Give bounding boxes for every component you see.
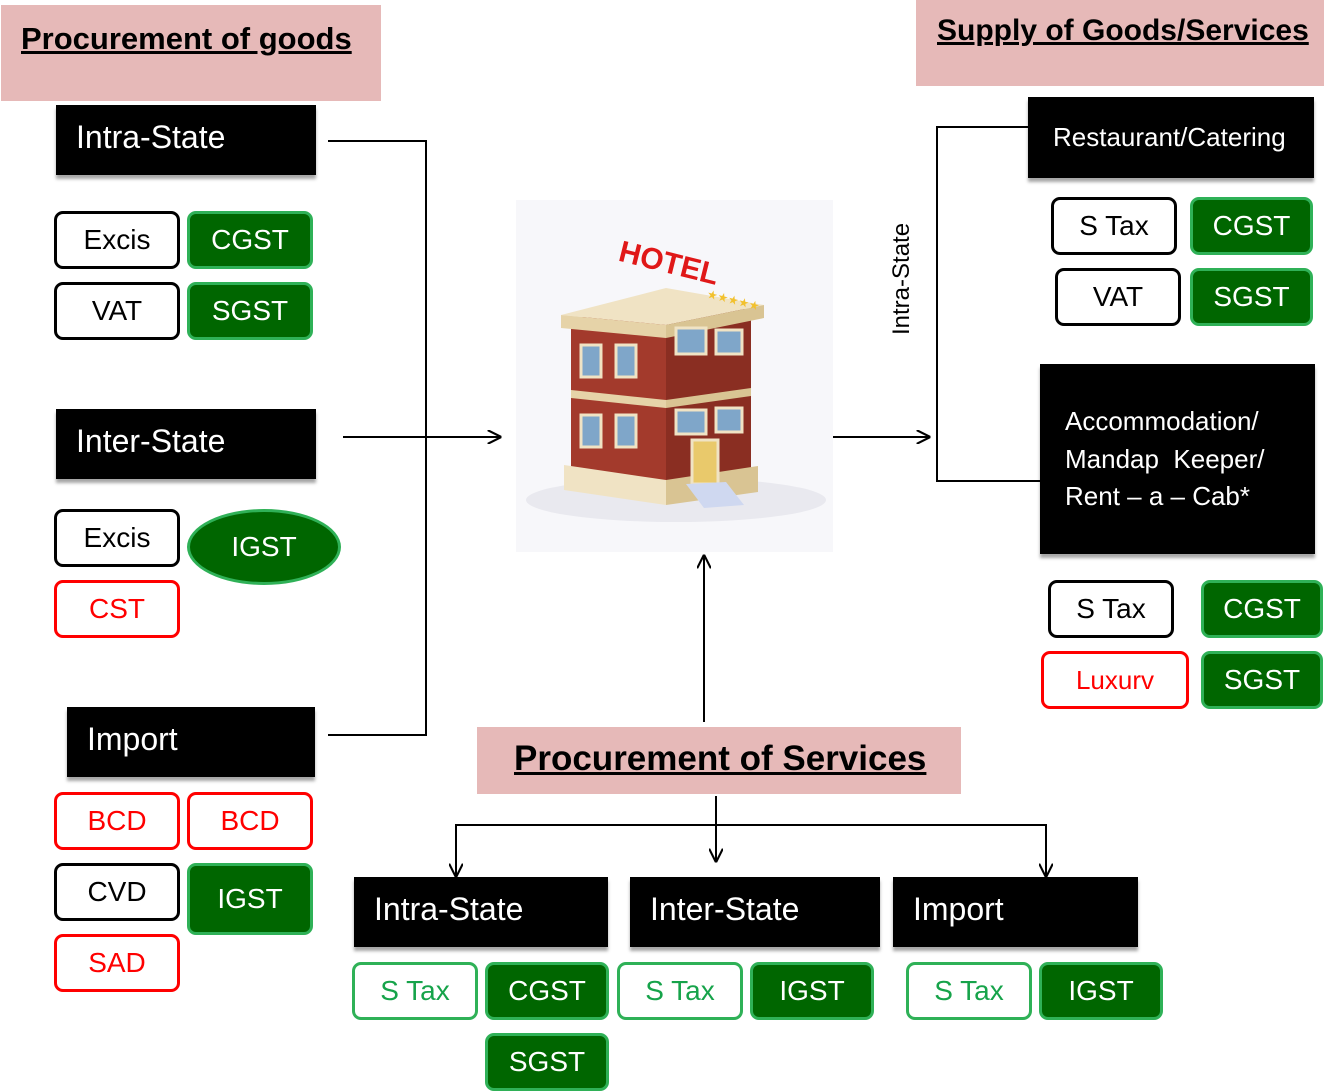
goods-intra-excise-pill: Excis xyxy=(54,211,180,269)
services-branch-right xyxy=(716,824,1046,876)
services-import-box: Import xyxy=(893,877,1138,947)
goods-import-label: Import xyxy=(87,721,178,757)
services-import-igst-pill: IGST xyxy=(1039,962,1163,1020)
services-inter-igst-pill: IGST xyxy=(750,962,874,1020)
goods-intra-state-label: Intra-State xyxy=(76,119,226,155)
goods-import-igst-pill: IGST xyxy=(187,863,313,935)
supply-title: Supply of Goods/Services xyxy=(937,14,1309,47)
procurement-services-title: Procurement of Services xyxy=(514,739,927,778)
services-inter-stax-pill: S Tax xyxy=(617,962,743,1020)
hotel-illustration: HOTEL ★★★★★ xyxy=(526,235,826,522)
goods-inter-igst-pill: IGST xyxy=(187,509,341,585)
accommodation-box: Accommodation/ Mandap Keeper/ Rent – a –… xyxy=(1040,364,1315,554)
restaurant-sgst-pill: SGST xyxy=(1190,268,1313,326)
restaurant-catering-box: Restaurant/Catering xyxy=(1028,97,1314,178)
goods-intra-sgst-pill: SGST xyxy=(187,282,313,340)
accommodation-sgst-pill: SGST xyxy=(1201,651,1323,709)
goods-import-sad-pill: SAD xyxy=(54,934,180,992)
services-intra-stax-pill: S Tax xyxy=(352,962,478,1020)
services-import-label: Import xyxy=(913,891,1004,927)
accommodation-stax-pill: S Tax xyxy=(1048,580,1174,638)
accommodation-line2: Mandap Keeper/ xyxy=(1065,444,1265,474)
accommodation-line1: Accommodation/ xyxy=(1065,406,1259,436)
services-inter-state-label: Inter-State xyxy=(650,891,800,927)
goods-import-bcd-new-pill: BCD xyxy=(187,792,313,850)
goods-intra-state-box: Intra-State xyxy=(56,105,316,175)
goods-import-box: Import xyxy=(67,707,315,777)
supply-intra-state-label: Intra-State xyxy=(888,222,915,336)
hotel-sign-text: HOTEL xyxy=(615,235,722,292)
goods-inter-state-box: Inter-State xyxy=(56,409,316,479)
supply-header: Supply of Goods/Services xyxy=(916,0,1324,86)
procurement-goods-title: Procurement of goods xyxy=(21,21,352,56)
services-intra-cgst-pill: CGST xyxy=(485,962,609,1020)
procurement-goods-header: Procurement of goods xyxy=(1,5,381,101)
services-intra-state-label: Intra-State xyxy=(374,891,524,927)
services-branch-left xyxy=(456,824,716,876)
goods-import-bcd-old-pill: BCD xyxy=(54,792,180,850)
services-inter-state-box: Inter-State xyxy=(630,877,880,947)
procurement-services-header: Procurement of Services xyxy=(477,727,961,794)
services-intra-state-box: Intra-State xyxy=(354,877,608,947)
accommodation-line3: Rent – a – Cab* xyxy=(1065,481,1251,511)
restaurant-stax-pill: S Tax xyxy=(1051,197,1177,255)
restaurant-cgst-pill: CGST xyxy=(1190,197,1313,255)
supply-bracket-line xyxy=(936,126,1040,482)
services-intra-sgst-pill: SGST xyxy=(485,1033,609,1091)
hotel-image: HOTEL ★★★★★ xyxy=(516,200,833,552)
goods-inter-excise-pill: Excis xyxy=(54,509,180,567)
goods-inter-state-label: Inter-State xyxy=(76,423,226,459)
goods-intra-vat-pill: VAT xyxy=(54,282,180,340)
goods-intra-cgst-pill: CGST xyxy=(187,211,313,269)
restaurant-catering-label: Restaurant/Catering xyxy=(1053,122,1286,152)
goods-import-cvd-pill: CVD xyxy=(54,863,180,921)
accommodation-cgst-pill: CGST xyxy=(1201,580,1323,638)
accommodation-luxury-pill: Luxurv xyxy=(1041,651,1189,709)
restaurant-vat-pill: VAT xyxy=(1055,268,1181,326)
services-import-stax-pill: S Tax xyxy=(906,962,1032,1020)
goods-inter-cst-pill: CST xyxy=(54,580,180,638)
